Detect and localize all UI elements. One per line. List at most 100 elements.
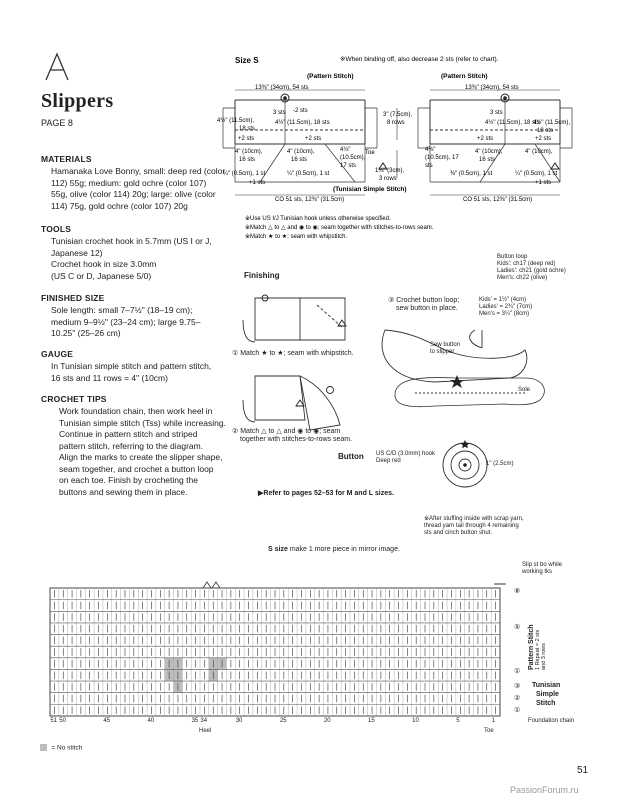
rows-dim: 3" (7.5cm), [383, 112, 412, 118]
x-tick-label: 1 [491, 718, 495, 724]
materials-heading: MATERIALS [41, 154, 92, 164]
co-label-right: CO 51 sts, 12⅜" (31.5cm) [463, 197, 532, 203]
loop-size-line: Kids' = 1½" (4cm) [479, 297, 527, 303]
size-line: 10.25" (25–26 cm) [51, 328, 121, 338]
finishing-step-3b: sew button in place. [396, 305, 458, 312]
x-tick-label: 25 [279, 718, 287, 724]
toe-label-chart: Toe [484, 728, 494, 734]
hook-line: Deep red [376, 458, 401, 464]
small-left: ¼" (0.5cm), 1 st [223, 171, 265, 177]
crochet-tips-text: Work foundation chain, then work heel in… [41, 406, 241, 498]
left-height: 4½" (11.5cm), [217, 117, 254, 124]
finished-size-section: FINISHED SIZE Sole length: small 7–7½" (… [41, 293, 231, 340]
loop-line: Ladies': ch21 (gold ochre) [497, 268, 566, 274]
slip-line: Slip st bo while [522, 562, 563, 568]
r-left-inc: 3 sts [490, 110, 503, 116]
tools-line: Japanese 12) [51, 247, 103, 258]
r-height: 4½" (11.5cm), [533, 119, 570, 126]
foundation-chain-label: Foundation chain [528, 718, 575, 724]
finishing-step-2a: ② Match △ to △ and ◉ to ◉; seam [232, 428, 341, 435]
finishing-step-2b: together with stitches-to-rows seam. [240, 436, 353, 443]
tools-section: TOOLS Tunisian crochet hook in 5.7mm (US… [41, 224, 231, 282]
button-loop-note: Button loop Kids': ch17 (deep red) Ladie… [497, 254, 566, 282]
tss-label: (Tunisian Simple Stitch) [333, 186, 407, 193]
pattern-stitch-vertical-label: Pattern Stitch 1 Repeat = 2 sts and 3 ro… [528, 608, 568, 678]
r-depth: 4⅛" [425, 147, 435, 153]
watermark: PassionForum.ru [510, 785, 579, 795]
loop-size-line: Ladies' = 2¾" (7cm) [479, 304, 533, 310]
row-marker-8: ⑧ [514, 588, 521, 595]
slip-line: working tks [522, 569, 553, 575]
page-title: Slippers [41, 90, 114, 112]
button-hook-note: US C/D (3.0mm) hook Deep red [376, 451, 435, 465]
stuff-line: ※After stuffing inside with scrap yarn, [424, 516, 524, 522]
size-line: Sole length: small 7–7½" (18–19 cm); [51, 305, 193, 315]
small-mid: ¼" (0.5cm), 1 st [287, 171, 329, 177]
tools-text: Tunisian crochet hook in 5.7mm (US I or … [41, 236, 231, 282]
pattern-stitch-label-left: (Pattern Stitch) [307, 73, 354, 80]
materials-line: 114) 75g, gold ochre (color 107) 20g [51, 200, 188, 211]
pattern-stitch-rotated: Pattern Stitch 1 Repeat = 2 sts and 3 ro… [528, 624, 547, 670]
materials-section: MATERIALS Hamanaka Love Bonny, small: de… [41, 154, 231, 212]
materials-line: 112) 55g; medium: gold ochre (color 107) [51, 177, 207, 188]
left-height-sts: 18 sts [239, 126, 255, 132]
tss-line: Tunisian [532, 682, 561, 689]
tips-line: Tunisian simple stitch (Tss) while incre… [59, 417, 226, 428]
heel-sts: 16 sts [239, 157, 255, 163]
row-marker-1b: ① [514, 707, 521, 714]
loop-size-note: Kids' = 1½" (4cm) Ladies' = 2¾" (7cm) Me… [479, 297, 532, 318]
tools-line: (US C or D, Japanese 5/0) [51, 270, 152, 281]
row-marker-5: ⑤ [514, 624, 521, 631]
r-small: ⅜" (0.5cm), 1 st [450, 171, 492, 177]
materials-text: Hamanaka Love Bonny, small: deep red (co… [41, 166, 231, 212]
tips-line: Align the marks to create the slipper sh… [59, 452, 223, 462]
materials-line: 55g, olive (color 114) 20g; large: olive… [51, 189, 216, 199]
x-tick-label: 35 [191, 718, 199, 724]
page-number: 51 [577, 765, 589, 776]
size-line: medium 9–9½" (23–24 cm); large 9.75– [51, 316, 201, 327]
finished-size-heading: FINISHED SIZE [41, 293, 105, 303]
r-heel-width: 4" (10cm), [475, 149, 503, 155]
gauge-text: In Tunisian simple stitch and pattern st… [41, 361, 231, 384]
sew-button-note: Sew button to slipper [430, 342, 460, 356]
heel-label: Heel [199, 728, 212, 734]
top-dimension-right: 13⅜" (34cm), 54 sts [465, 85, 518, 91]
x-tick-label: 40 [147, 718, 155, 724]
button-diameter: 1" (2.5cm) [486, 461, 514, 467]
hook-line: US C/D (3.0mm) hook [376, 451, 436, 457]
x-tick-label: 50 [59, 718, 66, 724]
note-2: ※Match △ to △ and ◉ to ◉; seam together … [245, 224, 434, 231]
tools-line: Crochet hook in size 3.0mm [51, 259, 157, 269]
size-label: Size S [235, 56, 259, 65]
tools-heading: TOOLS [41, 224, 72, 234]
plus-one: +1 sts [249, 180, 265, 186]
stitch-chart [49, 581, 506, 717]
x-tick-label: 15 [368, 718, 375, 724]
gauge-heading: GAUGE [41, 349, 74, 359]
slip-note: Slip st bo while working tks [522, 562, 562, 576]
finishing-diagrams [242, 294, 545, 488]
heel-sts-mid: 16 sts [291, 157, 307, 163]
stuff-line: sts and cinch button shut. [424, 530, 493, 536]
binding-note: ※When binding off, also decrease 2 sts (… [340, 56, 499, 63]
tips-line: Continue in pattern stitch and striped [59, 429, 198, 439]
letter-a-triangle-icon [45, 52, 69, 81]
r-mid-height: 4½" (11.5cm), 18 sts [485, 119, 540, 126]
sew-button: Sew button [430, 342, 461, 348]
note-1: ※Use US I/J Tunisian hook unless otherwi… [245, 215, 391, 222]
chart-caption-text: make 1 more piece in mirror image. [289, 546, 400, 553]
loop-line: Men's: ch22 (olive) [497, 275, 548, 281]
loop-title: Button loop [497, 254, 528, 260]
crochet-tips-section: CROCHET TIPS Work foundation chain, then… [41, 394, 241, 498]
letter-badge [42, 52, 72, 82]
loop-line: Kids': ch17 (deep red) [497, 261, 556, 267]
heel-width-mid: 4" (10cm), [287, 149, 315, 155]
mid-height: 4½" (11.5cm), 18 sts [275, 119, 330, 126]
row-markers: ⑧ ⑤ ① ③ ② ① [512, 584, 530, 724]
depth-cm: (10.5cm), [340, 155, 366, 161]
x-tick-label: 34 [200, 718, 208, 724]
row-marker-2: ② [514, 695, 521, 702]
r-plus-two: +2 sts [477, 136, 493, 142]
r-depth-sts: sts [425, 163, 433, 169]
sole-label: Sole [518, 387, 531, 393]
